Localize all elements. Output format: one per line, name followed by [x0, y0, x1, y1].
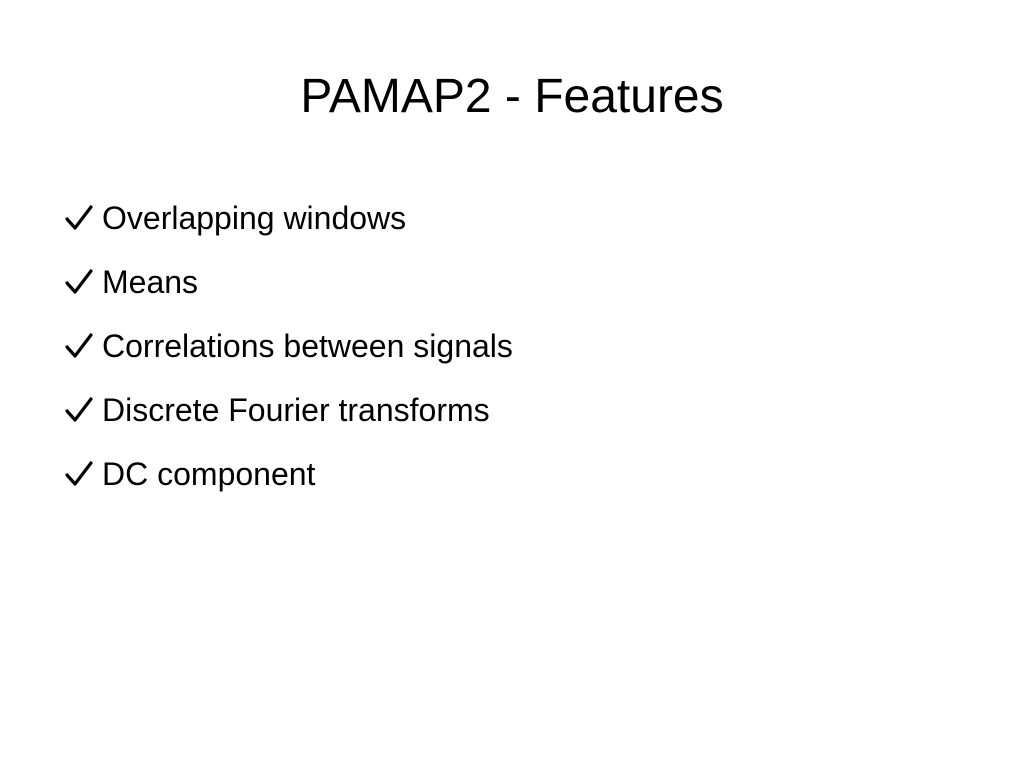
slide-title: PAMAP2 - Features [300, 70, 724, 123]
list-item: Means [64, 250, 513, 314]
list-item: Discrete Fourier transforms [64, 378, 513, 442]
check-icon [64, 459, 94, 489]
bullet-text: Correlations between signals [102, 328, 513, 364]
check-icon [64, 267, 94, 297]
check-icon [64, 331, 94, 361]
bullet-list: Overlapping windows Means Correlations b… [64, 186, 513, 506]
list-item: Overlapping windows [64, 186, 513, 250]
list-item: Correlations between signals [64, 314, 513, 378]
bullet-text: Means [102, 264, 199, 300]
check-icon [64, 395, 94, 425]
bullet-text: DC component [102, 456, 316, 492]
list-item: DC component [64, 442, 513, 506]
bullet-text: Discrete Fourier transforms [102, 392, 490, 428]
check-icon [64, 203, 94, 233]
bullet-text: Overlapping windows [102, 200, 407, 236]
